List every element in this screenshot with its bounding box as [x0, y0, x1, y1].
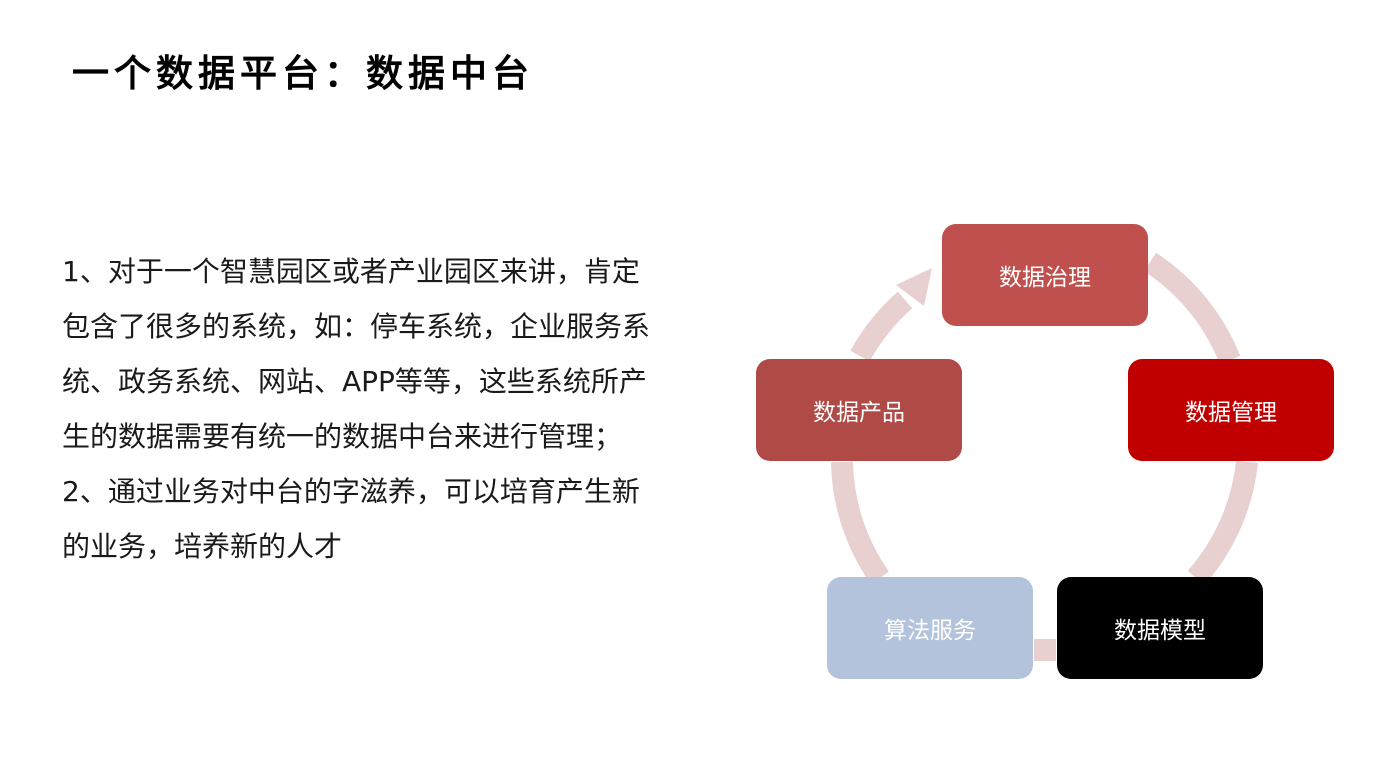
paragraph-1: 1、对于一个智慧园区或者产业园区来讲，肯定包含了很多的系统，如：停车系统，企业服… — [62, 255, 651, 453]
paragraph-2: 2、通过业务对中台的字滋养，可以培育产生新的业务，培养新的人才 — [62, 475, 640, 563]
node-label: 数据产品 — [813, 400, 905, 426]
cycle-arrow-head — [896, 268, 932, 306]
node-data-product: 数据产品 — [756, 359, 962, 461]
node-label: 数据管理 — [1185, 400, 1277, 426]
node-data-model: 数据模型 — [1057, 577, 1263, 679]
node-algorithm-service: 算法服务 — [827, 577, 1033, 679]
arc-algorithm-to-product — [831, 461, 890, 585]
node-data-governance: 数据治理 — [942, 224, 1148, 326]
body-text: 1、对于一个智慧园区或者产业园区来讲，肯定包含了很多的系统，如：停车系统，企业服… — [62, 244, 662, 574]
arc-governance-to-management — [1143, 252, 1241, 365]
slide-title: 一个数据平台：数据中台 — [72, 52, 534, 95]
node-label: 数据治理 — [999, 265, 1091, 291]
arc-management-to-model — [1187, 460, 1258, 586]
node-data-management: 数据管理 — [1128, 359, 1334, 461]
arc-product-to-governance — [850, 291, 913, 362]
node-label: 数据模型 — [1114, 618, 1206, 644]
node-label: 算法服务 — [884, 618, 976, 644]
